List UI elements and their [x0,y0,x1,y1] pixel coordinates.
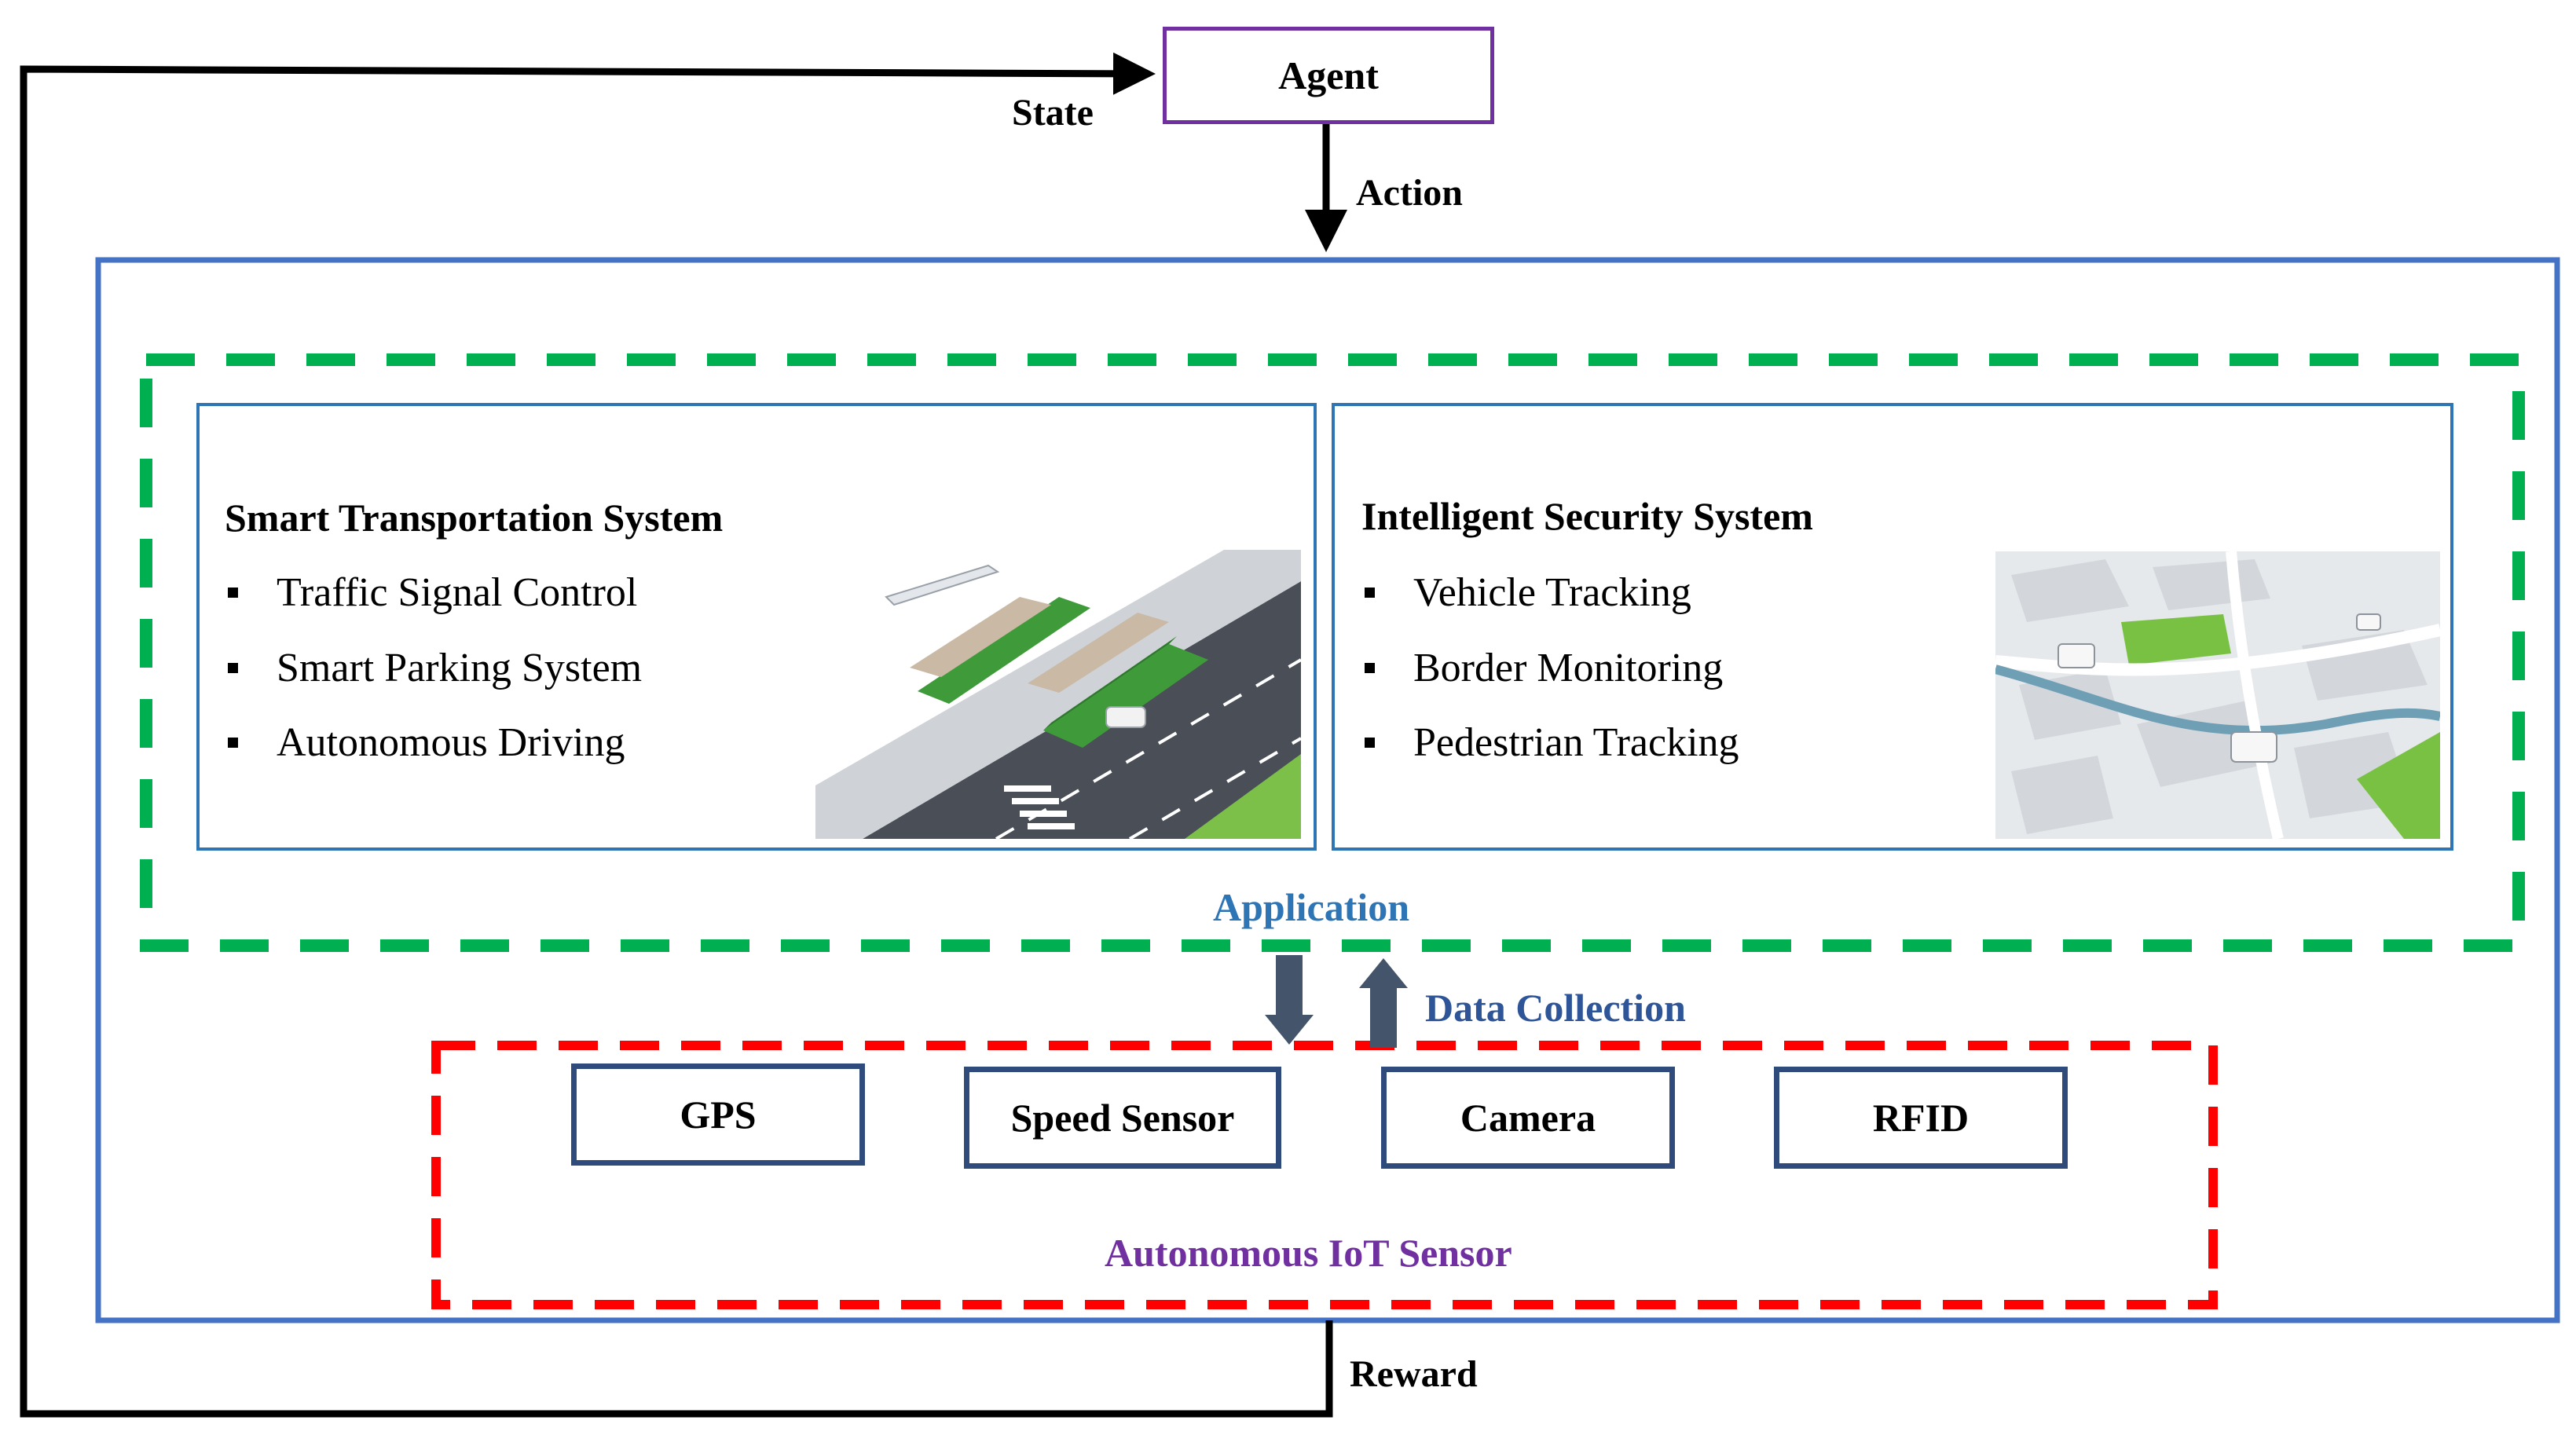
rfid-sensor-label: RFID [1872,1096,1970,1140]
bullet-marker [1365,588,1375,598]
gps-sensor-label: GPS [680,1093,757,1137]
list-item-label: Smart Parking System [277,646,643,690]
rfid-sensor-box: RFID [1774,1067,2068,1169]
agent-box: Agent [1163,27,1494,124]
bullet-marker [1365,738,1375,748]
list-item-label: Vehicle Tracking [1413,570,1691,615]
reward-label: Reward [1350,1353,1478,1395]
agent-label: Agent [1278,53,1379,97]
state-label: State [1012,92,1094,134]
speed-sensor-box: Speed Sensor [964,1067,1281,1169]
list-item: Smart Parking System [228,645,642,691]
sensor-region-border [431,1041,2218,1309]
reward-state-loop-line [20,52,1333,1418]
security-map-illustration [1995,551,2440,839]
data-up-arrow [1359,958,1408,1048]
action-label: Action [1356,172,1463,214]
intelligent-security-title: Intelligent Security System [1361,494,1813,538]
gps-sensor-box: GPS [571,1063,865,1166]
bullet-marker [1365,663,1375,673]
list-item: Border Monitoring [1365,645,1723,691]
speed-sensor-label: Speed Sensor [1010,1096,1235,1140]
iot-sensor-label: Autonomous IoT Sensor [1105,1231,1512,1275]
transportation-illustration [815,550,1301,839]
list-item: Autonomous Driving [228,719,625,766]
list-item: Pedestrian Tracking [1365,719,1739,766]
list-item-label: Pedestrian Tracking [1413,720,1739,765]
application-region-border [140,353,2525,952]
list-item: Traffic Signal Control [228,569,637,616]
list-item-label: Border Monitoring [1413,646,1724,690]
data-collection-label: Data Collection [1425,986,1686,1030]
application-label: Application [1213,885,1410,929]
bullet-marker [228,588,238,598]
list-item-label: Autonomous Driving [277,720,625,765]
camera-sensor-label: Camera [1460,1096,1596,1140]
data-down-arrow [1265,955,1314,1045]
list-item-label: Traffic Signal Control [277,570,638,615]
bullet-marker [228,738,238,748]
bullet-marker [228,663,238,673]
list-item: Vehicle Tracking [1365,569,1691,616]
smart-transportation-title: Smart Transportation System [225,496,724,540]
camera-sensor-box: Camera [1381,1067,1675,1169]
